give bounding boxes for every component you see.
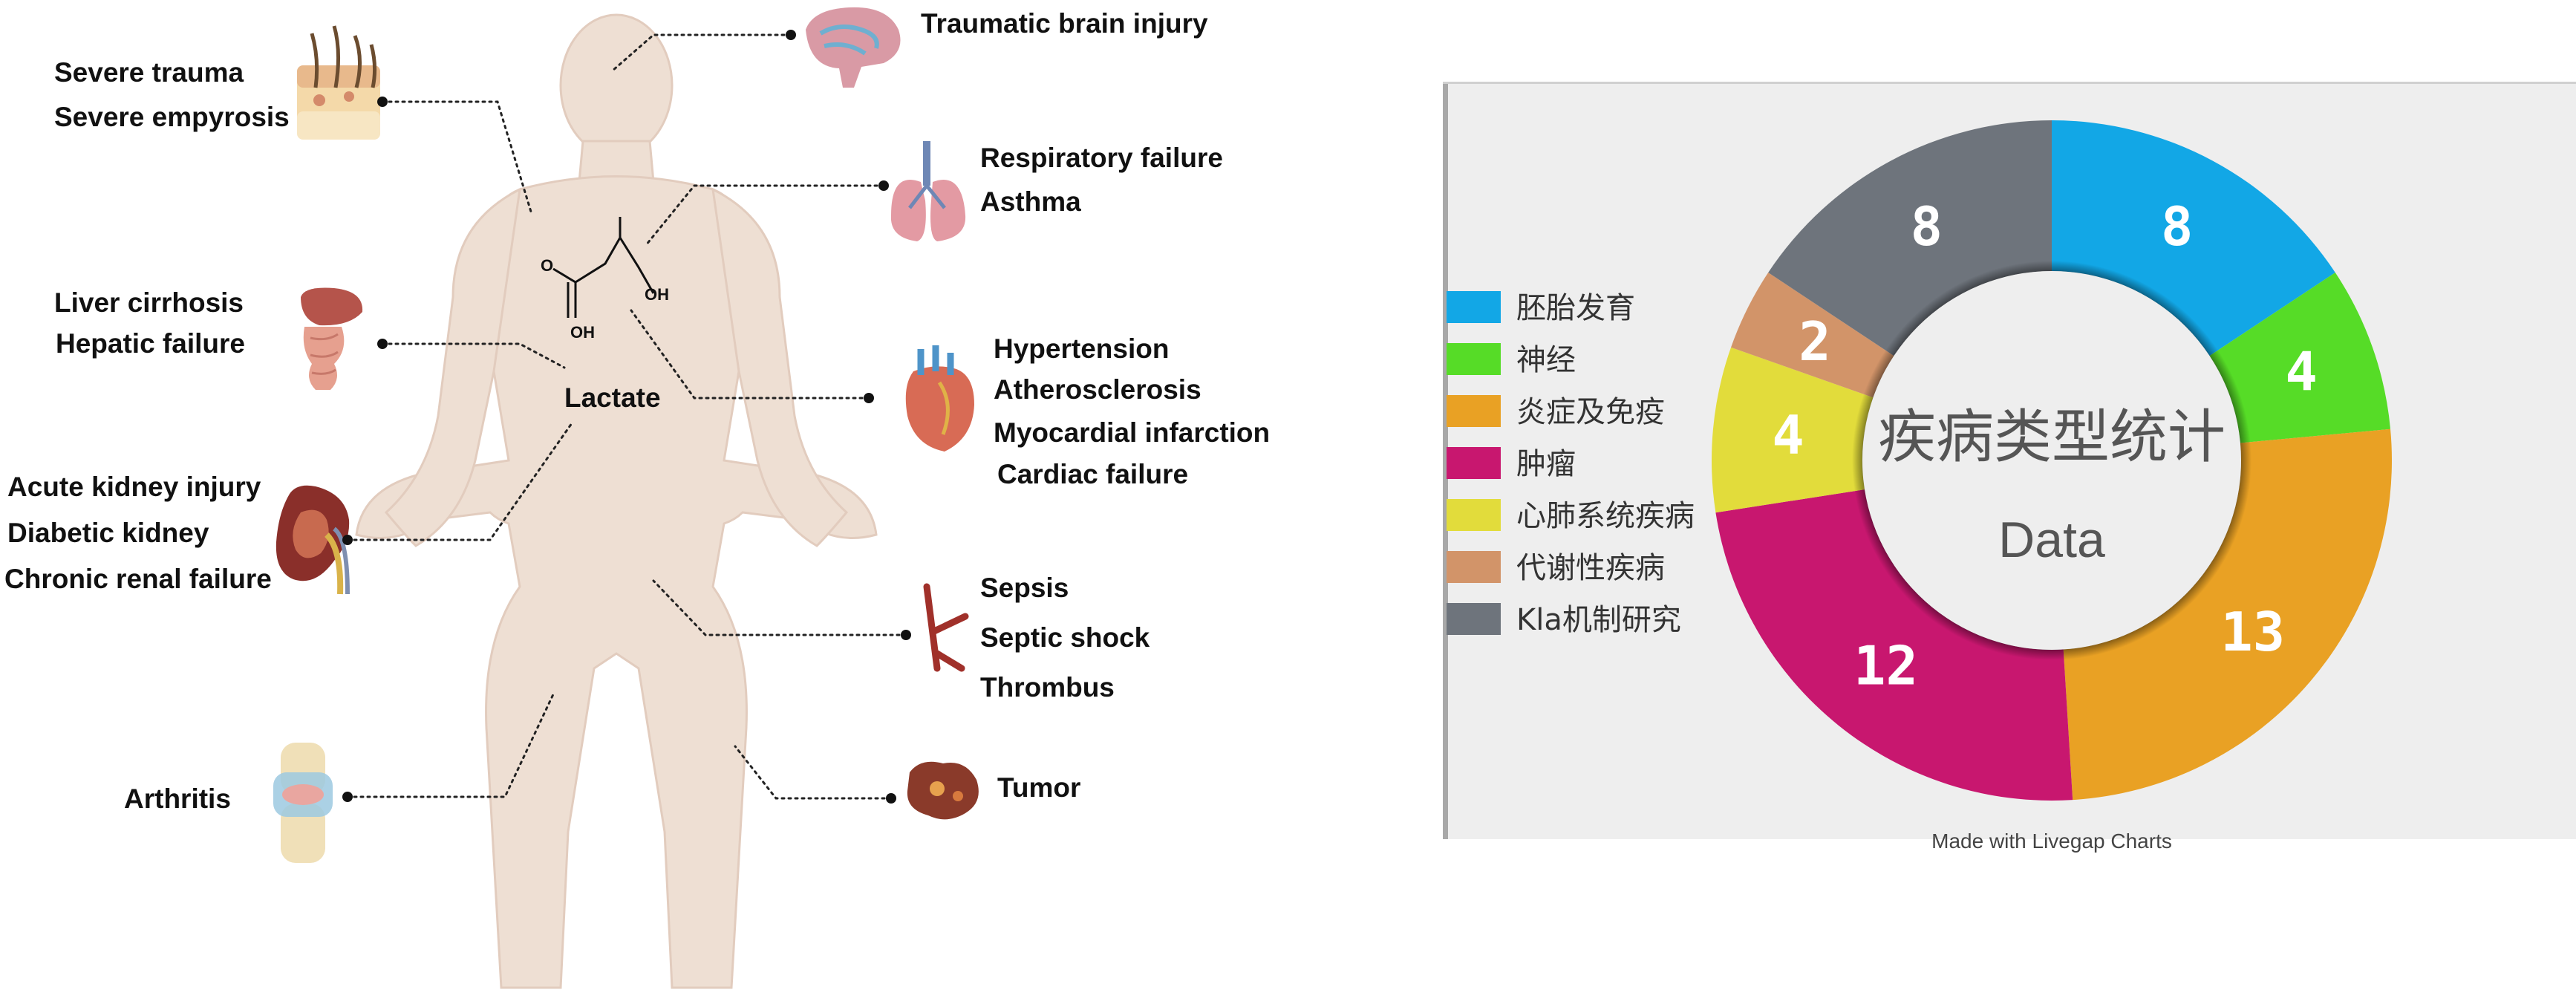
legend-swatch-1[interactable] <box>1447 291 1501 323</box>
legend-swatch-2[interactable] <box>1447 343 1501 375</box>
molecule-oh-bottom: OH <box>570 323 595 342</box>
chart-left-border <box>1443 83 1448 839</box>
label-diabetic-kidney: Diabetic kidney <box>7 518 209 548</box>
label-severe-trauma: Severe trauma <box>54 57 244 88</box>
legend-swatch-5[interactable] <box>1447 499 1501 531</box>
donut-slice-7[interactable] <box>1768 120 2052 356</box>
brain-icon <box>806 7 901 88</box>
donut-slice-value-6: 2 <box>1799 310 1830 373</box>
donut-slice-4[interactable] <box>1715 489 2073 801</box>
liver-icon <box>301 287 363 390</box>
chart-top-border <box>1443 82 2576 84</box>
molecule-o: O <box>541 256 553 275</box>
lactate-label: Lactate <box>564 382 661 413</box>
label-thrombus: Thrombus <box>980 672 1115 703</box>
chart-footer-credit: Made with Livegap Charts <box>1931 830 2172 853</box>
kidney-icon <box>275 485 350 595</box>
lactate-molecule <box>552 217 655 318</box>
label-cardiac-failure: Cardiac failure <box>997 459 1188 489</box>
legend-swatch-6[interactable] <box>1447 551 1501 583</box>
donut-slice-value-4: 12 <box>1853 635 1918 697</box>
legend-swatch-7[interactable] <box>1447 603 1501 635</box>
molecule-oh-right: OH <box>645 285 669 304</box>
label-tumor: Tumor <box>997 772 1080 803</box>
lungs-icon <box>890 141 966 241</box>
chart-subtitle: Data <box>1998 512 2105 568</box>
legend-label-6[interactable]: 代谢性疾病 <box>1516 551 1665 585</box>
blood-vessel-icon <box>923 583 969 672</box>
legend-swatch-3[interactable] <box>1447 395 1501 427</box>
legend-label-3[interactable]: 炎症及免疫 <box>1516 395 1665 429</box>
legend-label-1[interactable]: 胚胎发育 <box>1516 291 1635 325</box>
donut-slice-2[interactable] <box>2209 273 2391 443</box>
heart-icon <box>905 345 974 452</box>
skin-icon <box>297 25 380 140</box>
legend-label-2[interactable]: 神经 <box>1516 343 1576 377</box>
label-respiratory-failure: Respiratory failure <box>980 143 1223 173</box>
donut-slice-value-1: 8 <box>2161 195 2193 258</box>
leader-dots <box>342 30 911 804</box>
legend-label-7[interactable]: Kla机制研究 <box>1516 603 1681 637</box>
label-arthritis: Arthritis <box>124 783 231 814</box>
label-atherosclerosis: Atherosclerosis <box>994 374 1201 405</box>
label-acute-kidney-injury: Acute kidney injury <box>7 472 261 502</box>
chart-title: 疾病类型统计 <box>1878 404 2226 471</box>
donut-slice-1[interactable] <box>2052 120 2335 356</box>
label-hypertension: Hypertension <box>994 333 1169 364</box>
donut-slice-value-2: 4 <box>2286 341 2318 403</box>
leader-lines <box>346 33 907 800</box>
donut-slice-3[interactable] <box>2063 428 2392 801</box>
label-myocardial-infarction: Myocardial infarction <box>994 417 1270 448</box>
label-hepatic-failure: Hepatic failure <box>56 328 245 359</box>
knee-joint-icon <box>273 743 333 863</box>
legend-label-4[interactable]: 肿瘤 <box>1516 447 1576 481</box>
human-body-silhouette <box>355 13 878 989</box>
label-liver-cirrhosis: Liver cirrhosis <box>54 287 244 318</box>
donut-slice-5[interactable] <box>1712 347 1874 513</box>
tumor-icon <box>907 761 979 820</box>
donut-slice-value-7: 8 <box>1911 195 1943 258</box>
donut-slice-6[interactable] <box>1731 273 1894 398</box>
donut-slice-value-3: 13 <box>2220 601 2285 663</box>
donut-center <box>1862 271 2241 650</box>
label-sepsis: Sepsis <box>980 573 1069 603</box>
label-asthma: Asthma <box>980 186 1081 217</box>
donut-slice-value-5: 4 <box>1772 404 1804 466</box>
lactate-diagram: O OH OH Lactate <box>4 7 1270 989</box>
label-traumatic-brain-injury: Traumatic brain injury <box>921 8 1208 39</box>
label-septic-shock: Septic shock <box>980 622 1150 653</box>
legend-swatch-4[interactable] <box>1447 447 1501 479</box>
label-chronic-renal-failure: Chronic renal failure <box>4 564 272 594</box>
label-severe-empyrosis: Severe empyrosis <box>54 102 290 132</box>
legend-label-5[interactable]: 心肺系统疾病 <box>1516 499 1695 533</box>
donut-chart: 8 4 13 12 4 2 8 疾病类型统计 Data <box>1712 120 2392 801</box>
